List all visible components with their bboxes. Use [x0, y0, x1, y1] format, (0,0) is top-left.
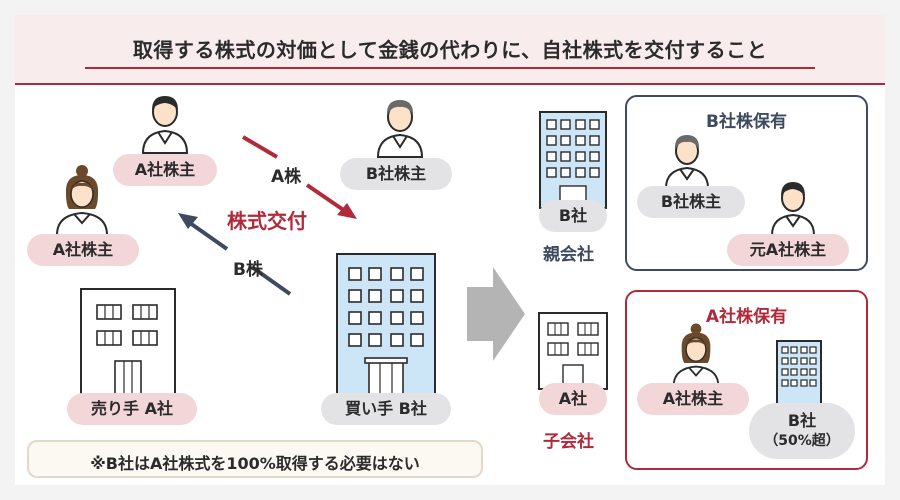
- transition-arrow-icon: [467, 267, 525, 361]
- a-share-arrow: [178, 135, 357, 296]
- page-title: 取得する株式の対価として金銭の代わりに、自社株式を交付すること: [132, 38, 768, 62]
- child-badge: A社: [539, 383, 607, 415]
- b-share-arrow-label: B株: [233, 260, 263, 280]
- seller-pill: 売り手 A社: [67, 393, 197, 425]
- a-holding-a-shareholder-pill: A社株主: [637, 383, 749, 415]
- male-person-icon-b: [376, 100, 424, 158]
- a-holding-b-building-icon: [776, 340, 822, 410]
- a-holding-b-company: B社: [787, 411, 817, 430]
- a-shareholder-top-pill: A社株主: [113, 154, 217, 186]
- b-holding-b-shareholder-pill: B社株主: [637, 186, 745, 218]
- a-share-arrow-label: A株: [271, 167, 302, 187]
- former-a-holder-person-icon: [770, 182, 816, 236]
- b-shareholder-pill: B社株主: [340, 158, 452, 190]
- male-person-icon: [141, 96, 189, 154]
- a-holding-b-company-pct: （50%超）: [764, 433, 840, 449]
- parent-badge: B社: [539, 200, 607, 232]
- b-holder-person-icon: [664, 135, 710, 189]
- b-holding-title: B社株保有: [706, 112, 787, 132]
- a-holding-b-company-badge: B社 （50%超）: [749, 403, 855, 459]
- seller-building-icon: [80, 288, 176, 396]
- former-a-shareholder-pill: 元A社株主: [727, 234, 849, 266]
- female-person-icon: [55, 165, 109, 236]
- child-caption: 子会社: [543, 432, 594, 452]
- buyer-building-icon: [336, 253, 436, 397]
- buyer-pill: 買い手 B社: [321, 393, 451, 425]
- title-band: 取得する株式の対価として金銭の代わりに、自社株式を交付すること: [15, 15, 885, 85]
- parent-caption: 親会社: [543, 245, 594, 265]
- note-box: ※B社はA社株式を100%取得する必要はない: [27, 440, 483, 478]
- title-underline: [85, 67, 815, 69]
- a-holder-female-person-icon: [672, 323, 720, 388]
- a-shareholder-left-pill: A社株主: [27, 234, 139, 266]
- diagram-canvas: 取得する株式の対価として金銭の代わりに、自社株式を交付すること A社株主 A社株…: [15, 15, 885, 485]
- parent-building-icon: [539, 111, 607, 209]
- exchange-label: 株式交付: [227, 209, 307, 233]
- a-holding-title: A社株保有: [705, 307, 788, 327]
- note-text: ※B社はA社株式を100%取得する必要はない: [90, 454, 420, 473]
- child-building-icon: [538, 312, 608, 390]
